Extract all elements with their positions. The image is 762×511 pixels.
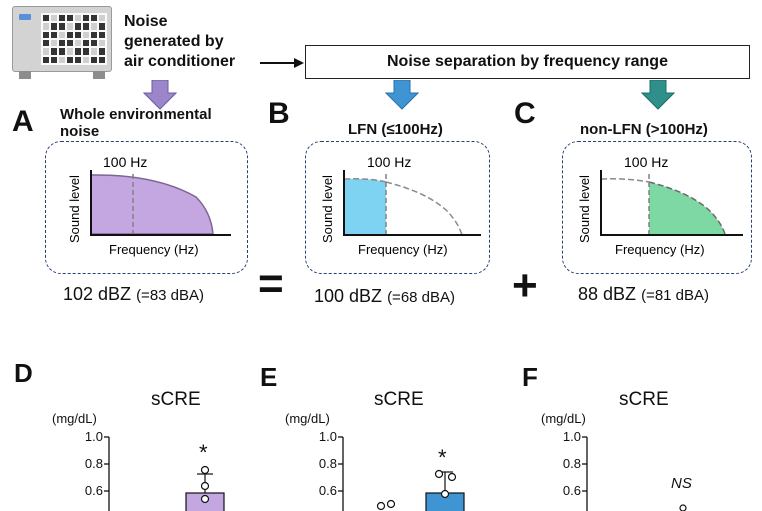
significance-marker: * <box>438 445 447 470</box>
marker-label: 100 Hz <box>103 154 147 170</box>
bar-chart-e <box>338 436 465 511</box>
spectrum-curve <box>385 181 463 236</box>
y-axis-label: Sound level <box>67 175 82 243</box>
spectrum-curve <box>600 178 650 183</box>
panel-letter-d: D <box>14 358 33 388</box>
spectrum-curve <box>648 181 726 235</box>
x-axis-label: Frequency (Hz) <box>358 242 448 257</box>
source-label: Noise generated by air conditioner <box>124 13 236 70</box>
panel-letter-b: B <box>268 97 290 130</box>
tick-label: 0.6 <box>562 483 581 498</box>
process-box: Noise separation by frequency range <box>305 45 750 79</box>
indicator-light <box>19 14 31 20</box>
panel-b-title: LFN (≤100Hz) <box>348 121 443 138</box>
panel-e-title: sCRE <box>374 389 424 410</box>
grille <box>41 13 107 65</box>
panel-letter-c: C <box>514 97 536 130</box>
down-arrow-icon <box>143 80 177 110</box>
panel-d-title: sCRE <box>151 389 201 410</box>
spectrum-box-b: 100 Hz Sound level Frequency (Hz) <box>305 141 490 274</box>
y-axis-label: Sound level <box>320 175 335 243</box>
bar-chart-d <box>104 436 225 511</box>
tick-label: 0.8 <box>318 456 337 471</box>
tick-label: 0.6 <box>318 483 337 498</box>
x-axis-label: Frequency (Hz) <box>615 242 705 257</box>
marker-label: 100 Hz <box>367 154 411 170</box>
right-arrow-icon <box>260 58 304 68</box>
noise-level-b: 100 dBZ (=68 dBA) <box>314 286 456 306</box>
marker-label: 100 Hz <box>624 154 668 170</box>
air-conditioner-icon <box>12 6 112 79</box>
panel-letter-f: F <box>522 362 538 392</box>
unit-foot <box>19 71 31 79</box>
significance-marker: * <box>199 440 208 465</box>
bar-chart-f <box>582 436 687 511</box>
tick-label: 1.0 <box>318 429 337 444</box>
spectrum-curve <box>343 178 387 183</box>
significance-marker: NS <box>671 475 692 492</box>
panel-letter-e: E <box>260 362 278 392</box>
unit-label: (mg/dL) <box>541 411 586 426</box>
tick-label: 0.6 <box>84 483 103 498</box>
down-arrow-icon <box>641 80 675 110</box>
panel-letter-a: A <box>12 105 34 138</box>
down-arrow-icon <box>385 80 419 110</box>
panel-f-title: sCRE <box>619 389 669 410</box>
unit-label: (mg/dL) <box>285 411 330 426</box>
noise-level-c: 88 dBZ (=81 dBA) <box>578 284 710 304</box>
tick-label: 0.8 <box>84 456 103 471</box>
equals-sign: = <box>258 259 284 308</box>
spectrum-box-c: 100 Hz Sound level Frequency (Hz) <box>562 141 752 274</box>
y-axis-label: Sound level <box>577 175 592 243</box>
panel-a-title: Whole environmental noise <box>60 106 212 140</box>
tick-label: 1.0 <box>562 429 581 444</box>
panel-c-title: non-LFN (>100Hz) <box>580 121 708 138</box>
tick-label: 1.0 <box>84 429 103 444</box>
plus-sign: + <box>512 261 538 310</box>
tick-label: 0.8 <box>562 456 581 471</box>
unit-label: (mg/dL) <box>52 411 97 426</box>
noise-level-a: 102 dBZ (=83 dBA) <box>63 284 205 304</box>
unit-foot <box>93 71 105 79</box>
x-axis-label: Frequency (Hz) <box>109 242 199 257</box>
spectrum-box-a: 100 Hz Sound level Frequency (Hz) <box>45 141 248 274</box>
